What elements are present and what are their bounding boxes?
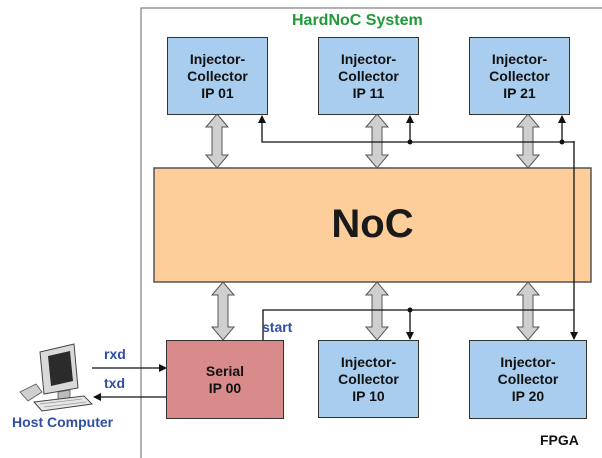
link-arrow-ip01	[204, 113, 230, 169]
link-arrow-ip11	[364, 113, 390, 169]
noc-block	[153, 167, 592, 283]
serial-ip-block-00: Serial IP 00	[166, 340, 284, 419]
ip-line: Serial	[205, 362, 245, 379]
junction-dot	[559, 139, 565, 145]
host-computer-label: Host Computer	[12, 414, 114, 430]
ip-block-01: Injector- Collector IP 01	[167, 37, 268, 115]
junction-dot	[407, 307, 413, 313]
computer-icon	[19, 343, 94, 412]
ip-line: Collector	[338, 67, 399, 84]
start-label: start	[262, 319, 293, 335]
ip-line: Injector-	[340, 353, 397, 370]
junction-dot	[407, 139, 413, 145]
ip-line: Injector-	[491, 50, 548, 67]
start-signal-bottom	[262, 309, 578, 340]
ip-block-11: Injector- Collector IP 11	[318, 37, 419, 115]
ip-block-10: Injector- Collector IP 10	[318, 340, 419, 418]
system-title: HardNoC System	[292, 12, 423, 29]
ip-line: IP 21	[503, 84, 536, 101]
noc-label: NoC	[331, 202, 414, 246]
ip-block-20: Injector- Collector IP 20	[469, 340, 587, 419]
ip-line: Injector-	[500, 354, 556, 370]
ip-line: Injector-	[189, 50, 246, 67]
link-arrow-ip21	[515, 113, 541, 169]
ip-line: IP 20	[511, 388, 545, 404]
ip-line: IP 10	[352, 387, 385, 404]
rxd-label: rxd	[104, 346, 126, 362]
fpga-label: FPGA	[540, 432, 579, 448]
ip-line: IP 01	[201, 84, 234, 101]
link-arrow-ip20	[515, 281, 541, 341]
txd-label: txd	[104, 375, 125, 391]
ip-line: IP 00	[208, 379, 242, 396]
ip-line: Collector	[187, 67, 248, 84]
serial-lines	[92, 364, 167, 401]
link-arrow-ip10	[364, 281, 390, 341]
start-signal-top	[258, 115, 575, 143]
ip-line: Collector	[497, 371, 559, 387]
ip-line: Collector	[489, 67, 550, 84]
ip-line: IP 11	[352, 84, 385, 101]
ip-line: Injector-	[340, 50, 397, 67]
link-arrow-ip00	[210, 281, 236, 341]
ip-line: Collector	[338, 370, 399, 387]
fpga-boundary	[140, 7, 602, 458]
ip-block-21: Injector- Collector IP 21	[469, 37, 570, 115]
